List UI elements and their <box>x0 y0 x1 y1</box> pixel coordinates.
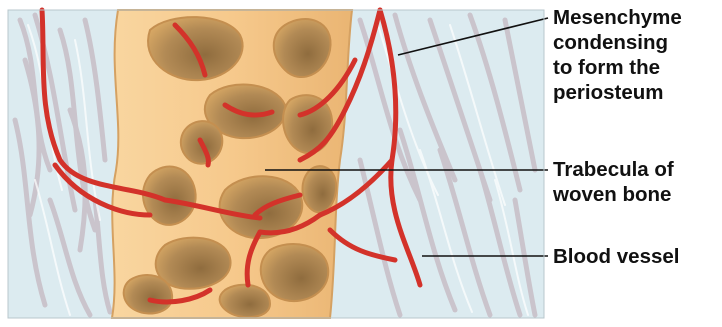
label-trabecula: Trabecula of woven bone <box>553 157 674 207</box>
label-mesenchyme: Mesenchyme condensing to form the perios… <box>553 5 682 105</box>
label-blood-vessel: Blood vessel <box>553 244 679 269</box>
